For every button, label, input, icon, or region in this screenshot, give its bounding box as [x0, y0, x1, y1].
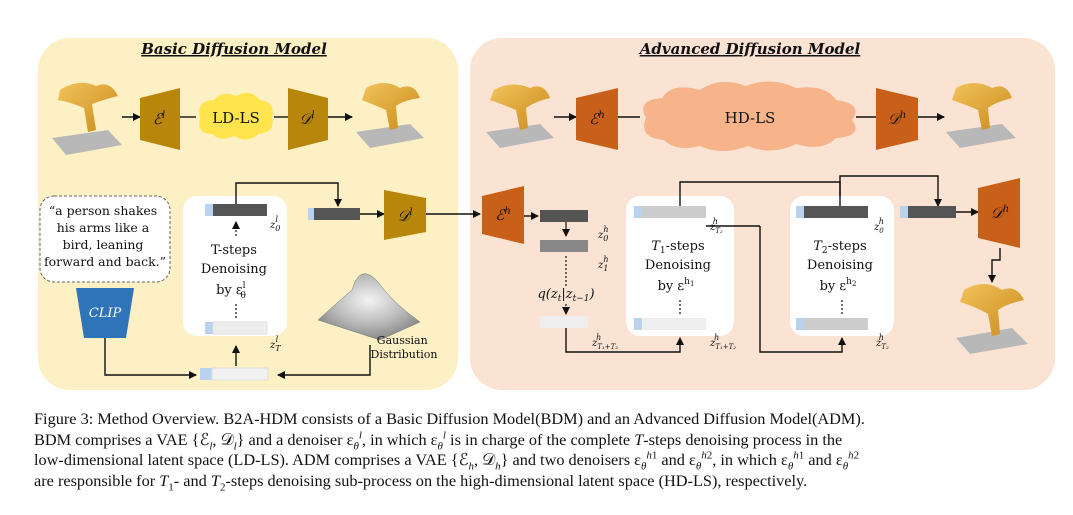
latent-zT1T2-h: [540, 316, 588, 328]
encoder-h-bottom: [482, 186, 524, 244]
latent-output-adm: [900, 206, 956, 218]
method-overview-diagram: Basic Diffusion Model Advanced Diffusion…: [38, 38, 1055, 390]
svg-text:z1h: z1h: [597, 255, 609, 273]
motion-figure-output-adm: [946, 83, 1016, 148]
decoder-h-bottom: [978, 178, 1020, 248]
bdm-denoiser-card: [183, 196, 287, 336]
ld-ls-cloud: [199, 92, 273, 140]
motion-figure-output-bdm: [356, 83, 424, 148]
adm-t1-denoiser-card: [626, 196, 734, 336]
decoder-l-top: [288, 88, 328, 150]
svg-text:z0h: z0h: [597, 225, 609, 243]
noise-input-latent: [200, 367, 269, 381]
svg-text:𝒟l: 𝒟l: [397, 207, 412, 225]
svg-text:𝒟l: 𝒟l: [299, 110, 314, 128]
ld-ls-label: LD-LS: [212, 109, 260, 127]
clip-encoder: [76, 288, 134, 338]
motion-figure-input-adm: [486, 84, 554, 148]
svg-text:ℰl: ℰl: [153, 110, 165, 128]
svg-text:zT₁+T₂h: zT₁+T₂h: [591, 333, 618, 351]
gaussian-distribution-surface: [317, 273, 421, 341]
gaussian-label: Gaussian Distribution: [371, 334, 438, 361]
advanced-panel-title: Advanced Diffusion Model: [638, 40, 861, 58]
figure-caption: Figure 3: Method Overview. B2A-HDM consi…: [34, 409, 865, 493]
svg-text:ℰh: ℰh: [589, 110, 605, 128]
adm-t2-denoiser-card: [790, 196, 894, 336]
svg-text:z0h: z0h: [873, 217, 884, 235]
caption-label: Figure 3:: [34, 409, 94, 428]
svg-text:z0l: z0l: [269, 215, 280, 233]
basic-panel-title: Basic Diffusion Model: [140, 40, 327, 58]
text-prompt: “a person shakes his arms like a bird, l…: [44, 203, 166, 269]
svg-text:𝒟h: 𝒟h: [991, 204, 1009, 222]
decoder-h-top: [876, 88, 918, 150]
forward-process-label: q(zt|zt−1): [537, 287, 594, 304]
encoder-h-top: [576, 88, 618, 150]
latent-z0-h-out: [796, 206, 868, 218]
caption-line-1: B2A-HDM consists of a Basic Diffusion Mo…: [223, 409, 865, 428]
motion-figure-final: [956, 284, 1028, 354]
latent-z0-l: [205, 204, 267, 216]
caption-title: Method Overview.: [97, 409, 220, 428]
adm-t2-label: T2-steps Denoising by εh2: [807, 239, 877, 294]
latent-zT-l: [205, 321, 268, 335]
text-prompt-box: [39, 195, 171, 283]
latent-z1-h: [540, 240, 588, 252]
clip-label: CLIP: [89, 306, 122, 321]
encoder-l-top: [140, 88, 180, 150]
hd-ls-cloud: [643, 81, 856, 151]
svg-text:zT₂h: zT₂h: [875, 333, 889, 351]
adm-t1-label: T1-steps Denoising by εh1: [645, 239, 715, 294]
latent-z0-h: [540, 210, 588, 222]
latent-output-bdm: [308, 208, 360, 220]
decoder-l-bottom: [384, 190, 426, 240]
latent-zT1T2-h-in: [634, 318, 706, 330]
svg-text:ℰh: ℰh: [495, 206, 511, 224]
hd-ls-label: HD-LS: [725, 109, 776, 127]
latent-zT2-h-top: [634, 206, 706, 218]
latent-zT2-h-in: [796, 318, 868, 330]
motion-figure-input-bdm: [52, 82, 122, 155]
svg-text:zTl: zTl: [269, 335, 281, 353]
svg-text:𝒟h: 𝒟h: [888, 110, 906, 128]
